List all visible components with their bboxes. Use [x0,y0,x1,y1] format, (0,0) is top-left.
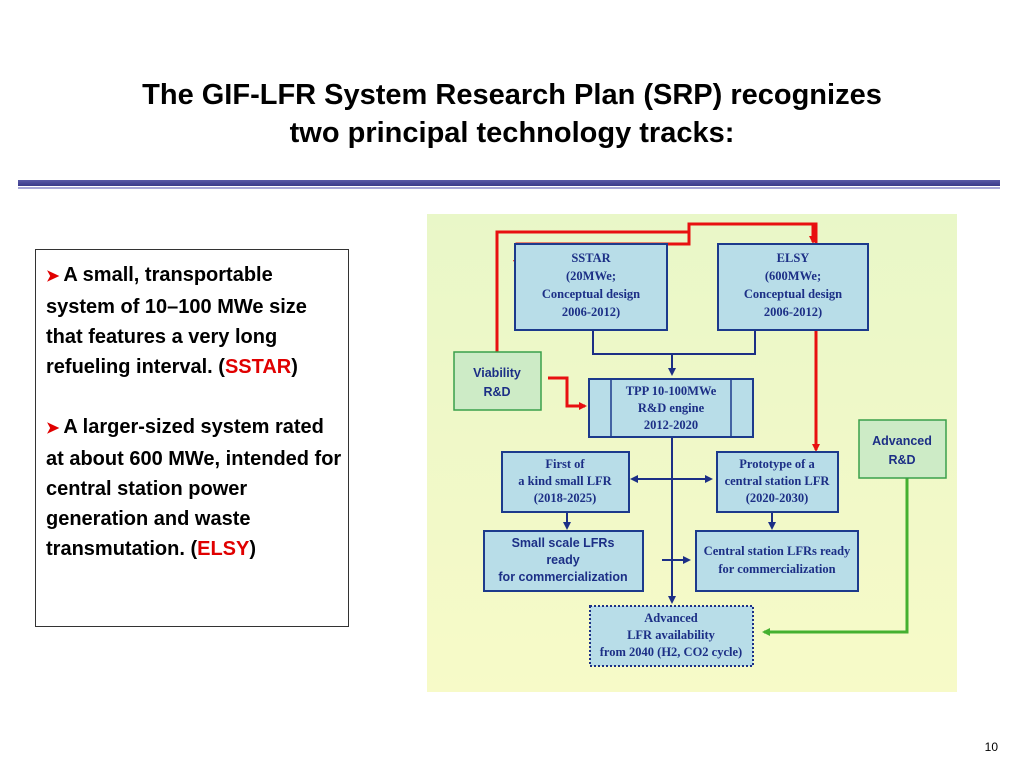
advanced-rd-box: Advanced R&D [858,419,947,479]
first-line-1: First of [545,457,585,471]
green-connectors [762,478,909,636]
lfr-availability-box: Advanced LFR availability from 2040 (H2,… [589,605,754,667]
central-station-line-2: for commercialization [718,562,835,576]
viability-line-1: Viability [473,366,521,380]
tpp-line-1: TPP 10-100MWe [626,384,717,398]
small-scale-line-1: Small scale LFRs [512,536,615,550]
bullet-elsy: ➤A larger-sized system rated at about 60… [46,412,342,564]
sstar-line-4: 2006-2012) [562,305,620,319]
slide-number: 10 [984,740,998,754]
prototype-line-2: central station LFR [725,474,831,488]
sstar-line-3: Conceptual design [542,287,640,301]
elsy-line-3: Conceptual design [744,287,842,301]
elsy-box: ELSY (600MWe; Conceptual design 2006-201… [717,243,869,331]
title-line-1: The GIF-LFR System Research Plan (SRP) r… [142,79,882,111]
tpp-line-3: 2012-2020 [644,418,698,432]
red-arrow-to-elsy [687,222,817,244]
small-scale-box: Small scale LFRs ready for commercializa… [483,530,644,592]
tracks-text-box: ➤A small, transportable system of 10–100… [35,249,349,627]
sstar-to-tpp-line [592,330,756,355]
bullet-sstar: ➤A small, transportable system of 10–100… [46,260,342,382]
elsy-line-1: ELSY [777,251,810,265]
bullet-sstar-text: A small, transportable system of 10–100 … [46,264,307,378]
navy-connectors [563,330,776,604]
arrow-bullet-icon: ➤ [46,268,60,285]
small-scale-line-3: for commercialization [498,570,627,584]
bullet-elsy-highlight: ELSY [197,538,250,560]
tpp-box: TPP 10-100MWe R&D engine 2012-2020 [588,378,754,438]
bullet-sstar-suffix: ) [291,356,298,378]
prototype-line-1: Prototype of a [739,457,815,471]
title-divider-highlight [18,187,1000,189]
tpp-line-2: R&D engine [638,401,705,415]
viability-box: Viability R&D [453,351,542,411]
elsy-line-2: (600MWe; [765,269,821,283]
first-of-a-kind-box: First of a kind small LFR (2018-2025) [501,451,630,513]
viability-line-2: R&D [483,385,510,399]
elsy-line-4: 2006-2012) [764,305,822,319]
sstar-line-1: SSTAR [571,251,611,265]
advanced-rd-line-1: Advanced [872,434,932,448]
lfr-roadmap-diagram: SSTAR (20MWe; Conceptual design 2006-201… [427,214,957,692]
first-line-2: a kind small LFR [518,474,612,488]
bullet-elsy-suffix: ) [249,538,257,560]
prototype-line-3: (2020-2030) [746,491,809,505]
red-arrow-to-prototype [812,222,820,452]
arrow-bullet-icon: ➤ [46,420,60,437]
small-scale-line-2: ready [546,553,579,567]
sstar-box: SSTAR (20MWe; Conceptual design 2006-201… [514,243,668,331]
advanced-rd-to-availability-arrow [762,478,909,636]
central-station-box: Central station LFRs ready for commercia… [695,530,859,592]
prototype-box: Prototype of a central station LFR (2020… [716,451,839,513]
title-divider [18,180,1000,186]
advanced-rd-line-2: R&D [888,453,915,467]
availability-line-2: LFR availability [627,628,716,642]
red-arrow-from-viability [548,376,587,410]
bullet-sstar-highlight: SSTAR [224,356,292,378]
bullet-elsy-text: A larger-sized system rated at about 600… [46,416,342,560]
slide-title: The GIF-LFR System Research Plan (SRP) r… [40,76,984,152]
availability-line-3: from 2040 (H2, CO2 cycle) [600,645,742,659]
availability-line-1: Advanced [644,611,698,625]
sstar-line-2: (20MWe; [566,269,616,283]
first-line-3: (2018-2025) [534,491,597,505]
title-line-2: two principal technology tracks: [289,117,735,149]
central-station-line-1: Central station LFRs ready [704,544,851,558]
